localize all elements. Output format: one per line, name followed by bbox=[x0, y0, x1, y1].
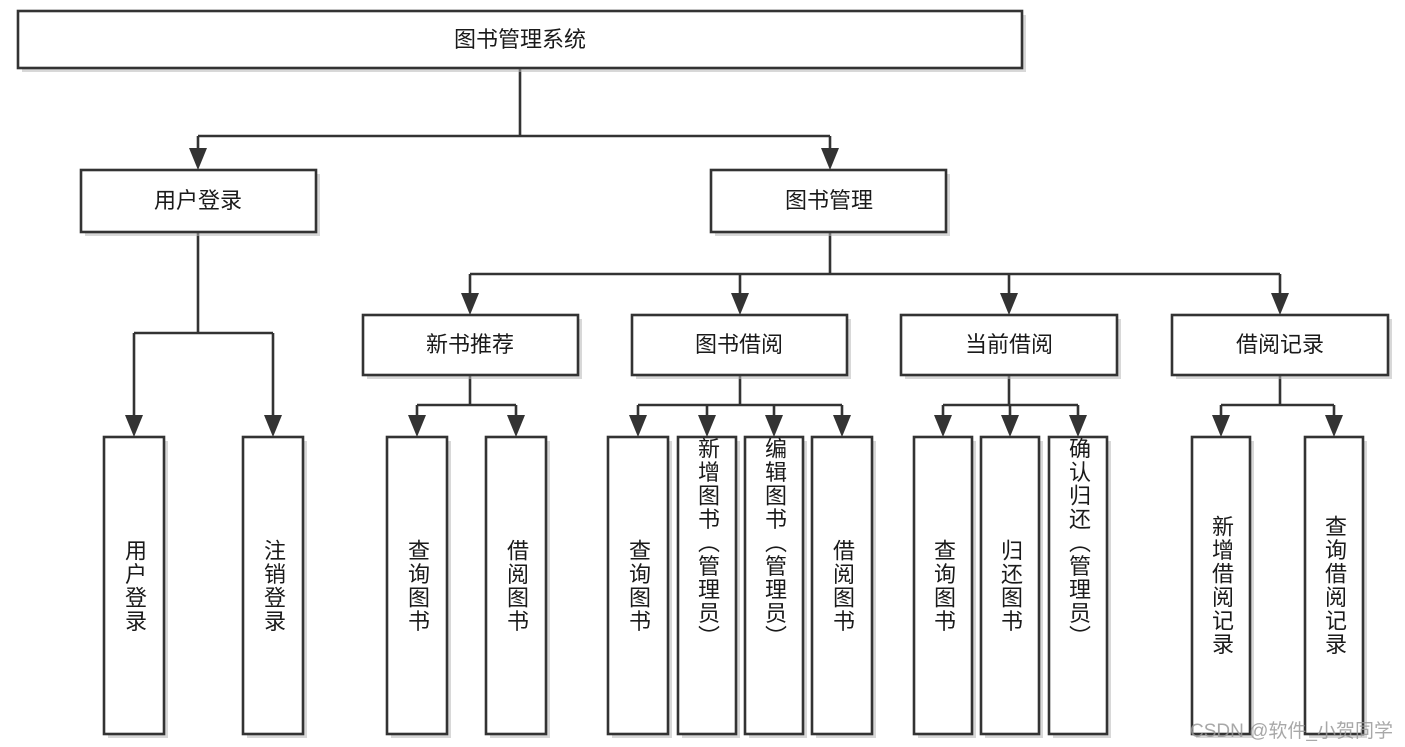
node-user-login[interactable]: 用户登录 bbox=[79, 168, 320, 236]
arrow-head-leaf-edit-book-admin bbox=[765, 415, 783, 437]
arrow-head-leaf-add-book-admin bbox=[698, 415, 716, 437]
node-current-borrow[interactable]: 当前借阅 bbox=[899, 313, 1121, 379]
arrow-head-book-management bbox=[821, 148, 839, 170]
connector-group-book-borrow bbox=[629, 375, 851, 437]
leaf-add-book-admin-rect[interactable] bbox=[676, 435, 738, 736]
leaf-rects bbox=[102, 435, 1367, 738]
node-new-book-recommend-label: 新书推荐 bbox=[426, 332, 514, 357]
node-book-management-rect[interactable] bbox=[709, 168, 948, 234]
node-new-book-recommend-rect[interactable] bbox=[361, 313, 580, 377]
node-book-management-label: 图书管理 bbox=[785, 188, 873, 213]
leaf-query-book-new-rect[interactable] bbox=[385, 435, 449, 736]
arrow-head-leaf-borrow-book bbox=[833, 415, 851, 437]
leaf-query-book-current-rect[interactable] bbox=[912, 435, 974, 736]
leaf-query-borrow-record-rect[interactable] bbox=[1303, 435, 1365, 736]
leaf-confirm-return-admin-rect[interactable] bbox=[1047, 435, 1109, 736]
arrow-head-book-borrow bbox=[731, 293, 749, 315]
arrow-head-leaf-query-book-new bbox=[408, 415, 426, 437]
leaf-query-book-borrow-rect[interactable] bbox=[606, 435, 670, 736]
node-current-borrow-rect[interactable] bbox=[899, 313, 1119, 377]
node-current-borrow-label: 当前借阅 bbox=[965, 332, 1053, 357]
node-book-borrow-label: 图书借阅 bbox=[695, 332, 783, 357]
arrow-head-new-book-recommend bbox=[461, 293, 479, 315]
node-root-rect[interactable] bbox=[16, 9, 1024, 70]
node-book-borrow[interactable]: 图书借阅 bbox=[630, 313, 851, 379]
arrow-head-current-borrow bbox=[1000, 293, 1018, 315]
arrow-head-leaf-logout bbox=[264, 415, 282, 437]
arrow-head-leaf-query-borrow-record bbox=[1325, 415, 1343, 437]
node-borrow-record-rect[interactable] bbox=[1170, 313, 1390, 377]
arrow-head-leaf-user-login bbox=[125, 415, 143, 437]
arrow-head-user-login bbox=[189, 148, 207, 170]
connector-group-new-book-recommend bbox=[408, 375, 525, 437]
connector-group-root bbox=[189, 68, 839, 170]
node-user-login-label: 用户登录 bbox=[154, 188, 242, 213]
arrow-head-borrow-record bbox=[1271, 293, 1289, 315]
node-root[interactable]: 图书管理系统 bbox=[16, 9, 1026, 72]
connector-group-book-management bbox=[461, 232, 1289, 315]
csdn-watermark: CSDN @软件_小贺同学 bbox=[1190, 721, 1393, 742]
node-book-borrow-rect[interactable] bbox=[630, 313, 849, 377]
leaf-add-borrow-record-rect[interactable] bbox=[1190, 435, 1252, 736]
node-root-label: 图书管理系统 bbox=[454, 27, 586, 52]
arrow-head-leaf-query-book-borrow bbox=[629, 415, 647, 437]
leaf-borrow-book-rect[interactable] bbox=[810, 435, 874, 736]
arrow-head-leaf-return-book bbox=[1001, 415, 1019, 437]
connector-group-borrow-record bbox=[1212, 375, 1343, 437]
arrow-head-leaf-borrow-book-new bbox=[507, 415, 525, 437]
connector-group-user-login bbox=[125, 232, 282, 437]
leaf-return-book-rect[interactable] bbox=[979, 435, 1041, 736]
arrow-head-leaf-confirm-return-admin bbox=[1069, 415, 1087, 437]
arrow-head-leaf-add-borrow-record bbox=[1212, 415, 1230, 437]
leaf-edit-book-admin-rect[interactable] bbox=[743, 435, 805, 736]
connector-group-current-borrow bbox=[934, 375, 1087, 437]
leaf-borrow-book-new-rect[interactable] bbox=[484, 435, 548, 736]
arrow-head-leaf-query-book-current bbox=[934, 415, 952, 437]
node-new-book-recommend[interactable]: 新书推荐 bbox=[361, 313, 582, 379]
leaf-user-login-rect[interactable] bbox=[102, 435, 166, 736]
node-borrow-record[interactable]: 借阅记录 bbox=[1170, 313, 1392, 379]
node-book-management[interactable]: 图书管理 bbox=[709, 168, 950, 236]
node-borrow-record-label: 借阅记录 bbox=[1236, 332, 1324, 357]
node-user-login-rect[interactable] bbox=[79, 168, 318, 234]
leaf-logout-rect[interactable] bbox=[241, 435, 305, 736]
